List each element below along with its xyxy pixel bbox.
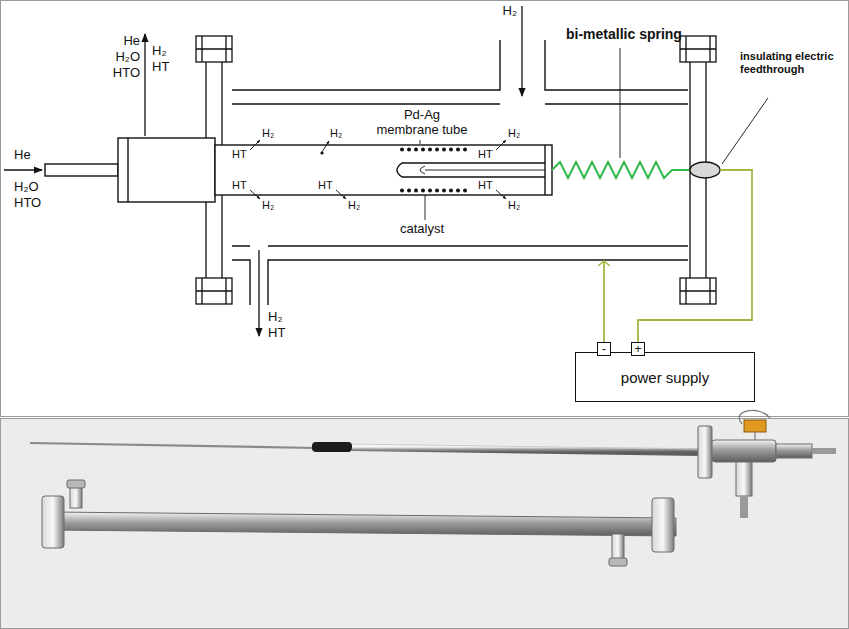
gas-name: H₂ <box>152 44 166 59</box>
gas-name: H₂O <box>14 180 39 195</box>
gas-name: H₂O <box>115 50 140 65</box>
species-label: HT <box>318 179 333 192</box>
gas-name: HT <box>152 60 169 75</box>
gas-name: H₂ <box>268 310 282 325</box>
part-label: catalyst <box>400 222 444 237</box>
box-text: - <box>602 343 606 355</box>
top-panel <box>1 1 849 417</box>
flanges <box>196 36 716 304</box>
permeation-arrows <box>250 140 506 199</box>
photo-probe <box>30 410 836 518</box>
box-text: + <box>634 343 641 355</box>
part-label: insulating electric feedthrough <box>740 50 840 75</box>
species-label: H₂ <box>508 127 520 140</box>
part-label: bi-metallic spring <box>566 26 682 42</box>
species-label: HT <box>478 148 493 161</box>
wires <box>598 170 752 342</box>
terminal-box: - <box>597 342 611 356</box>
species-label: H₂ <box>330 127 342 140</box>
flow-arrows <box>4 6 522 336</box>
species-label: HT <box>478 179 493 192</box>
species-label: H₂ <box>262 199 274 212</box>
photo-housing <box>42 480 676 566</box>
feedthrough <box>690 162 720 178</box>
power-supply-box: power supply <box>575 352 755 402</box>
membrane-assembly <box>45 138 552 202</box>
species-label: H₂ <box>262 127 274 140</box>
leader-lines <box>420 48 768 220</box>
bimetallic-spring <box>552 162 691 178</box>
terminal-box: + <box>631 342 645 356</box>
species-label: H₂ <box>348 199 360 212</box>
species-label: H₂ <box>508 199 520 212</box>
gas-name: He <box>14 148 31 163</box>
gas-name: HT <box>268 326 285 341</box>
gas-name: H₂ <box>503 4 517 19</box>
gas-name: HTO <box>14 196 41 211</box>
photo-panel <box>1 419 849 629</box>
species-label: HT <box>232 148 247 161</box>
part-label: Pd-Ag membrane tube <box>372 108 472 138</box>
gas-name: He <box>123 34 140 49</box>
gas-name: HTO <box>113 66 140 81</box>
permeation-dots <box>320 151 323 154</box>
species-label: HT <box>232 179 247 192</box>
box-text: power supply <box>621 370 709 385</box>
catalyst-particles <box>400 148 467 193</box>
